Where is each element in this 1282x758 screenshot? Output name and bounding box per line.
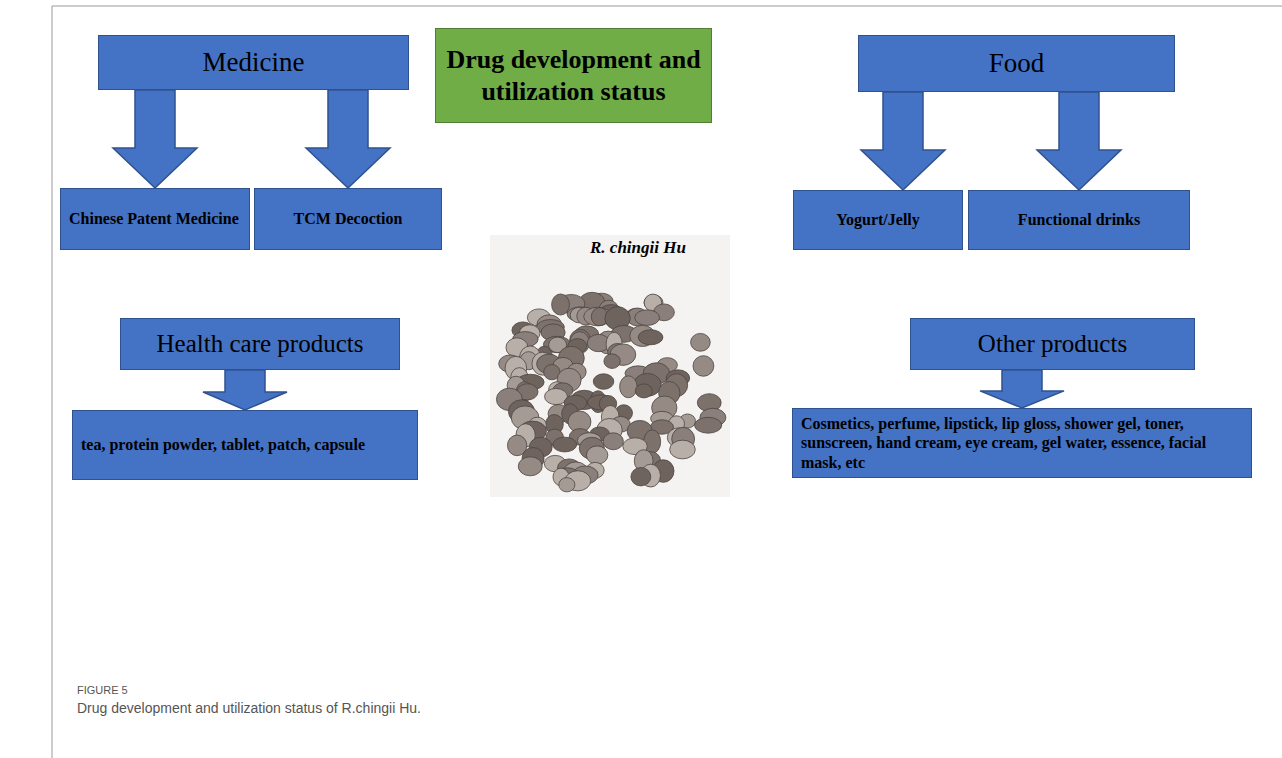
frame-line <box>52 6 1282 7</box>
block-arrow <box>306 90 390 188</box>
box-text: Other products <box>919 329 1186 359</box>
box-text: Food <box>867 47 1166 79</box>
figure-caption: Drug development and utilization status … <box>77 700 421 716</box>
title-box: Drug development and utilization status <box>435 28 712 123</box>
photo-label: R. chingii Hu <box>590 238 686 258</box>
box-text: Drug development and utilization status <box>444 44 703 106</box>
fruit-shape <box>553 437 577 452</box>
box-text: Health care products <box>129 329 391 359</box>
box-text: Chinese Patent Medicine <box>69 209 241 228</box>
fruit-shape <box>604 354 620 369</box>
process-box: Yogurt/Jelly <box>793 190 963 250</box>
box-text: Yogurt/Jelly <box>802 210 954 229</box>
process-box: tea, protein powder, tablet, patch, caps… <box>72 410 418 480</box>
process-box: Cosmetics, perfume, lipstick, lip gloss,… <box>792 408 1252 478</box>
fruit-shape <box>670 440 696 459</box>
photo-ground <box>490 235 730 497</box>
fruit-shape <box>631 468 651 486</box>
fruit-shape <box>552 294 570 315</box>
block-arrow <box>980 370 1064 408</box>
fruit-shape <box>693 356 714 377</box>
box-text: Cosmetics, perfume, lipstick, lip gloss,… <box>801 414 1243 472</box>
box-text: Functional drinks <box>977 210 1181 229</box>
block-arrow <box>203 370 287 410</box>
frame-line <box>52 6 53 758</box>
fruit-shape <box>586 446 607 464</box>
box-text: Medicine <box>107 46 400 78</box>
block-arrow <box>1037 92 1121 190</box>
process-box: Chinese Patent Medicine <box>60 188 250 250</box>
fruit-shape <box>559 478 575 492</box>
process-box: Other products <box>910 318 1195 370</box>
fruit-shape <box>635 384 652 398</box>
figure-number: FIGURE 5 <box>77 684 128 696</box>
fruit-shape <box>635 310 660 326</box>
fruit-shape <box>603 433 623 450</box>
process-box: TCM Decoction <box>254 188 442 250</box>
fruit-shape <box>593 374 614 389</box>
fruit-shape <box>695 417 722 433</box>
block-arrow <box>861 92 945 190</box>
fruit-shape <box>691 333 711 351</box>
fruit-photo <box>490 235 730 497</box>
process-box: Medicine <box>98 35 409 90</box>
process-box: Health care products <box>120 318 400 370</box>
fruit-shape <box>518 457 542 476</box>
box-text: tea, protein powder, tablet, patch, caps… <box>81 435 409 454</box>
process-box: Functional drinks <box>968 190 1190 250</box>
process-box: Food <box>858 35 1175 92</box>
box-text: TCM Decoction <box>263 209 433 228</box>
fruit-shape <box>620 376 638 398</box>
block-arrow <box>113 90 197 188</box>
fruit-shape <box>638 330 663 345</box>
